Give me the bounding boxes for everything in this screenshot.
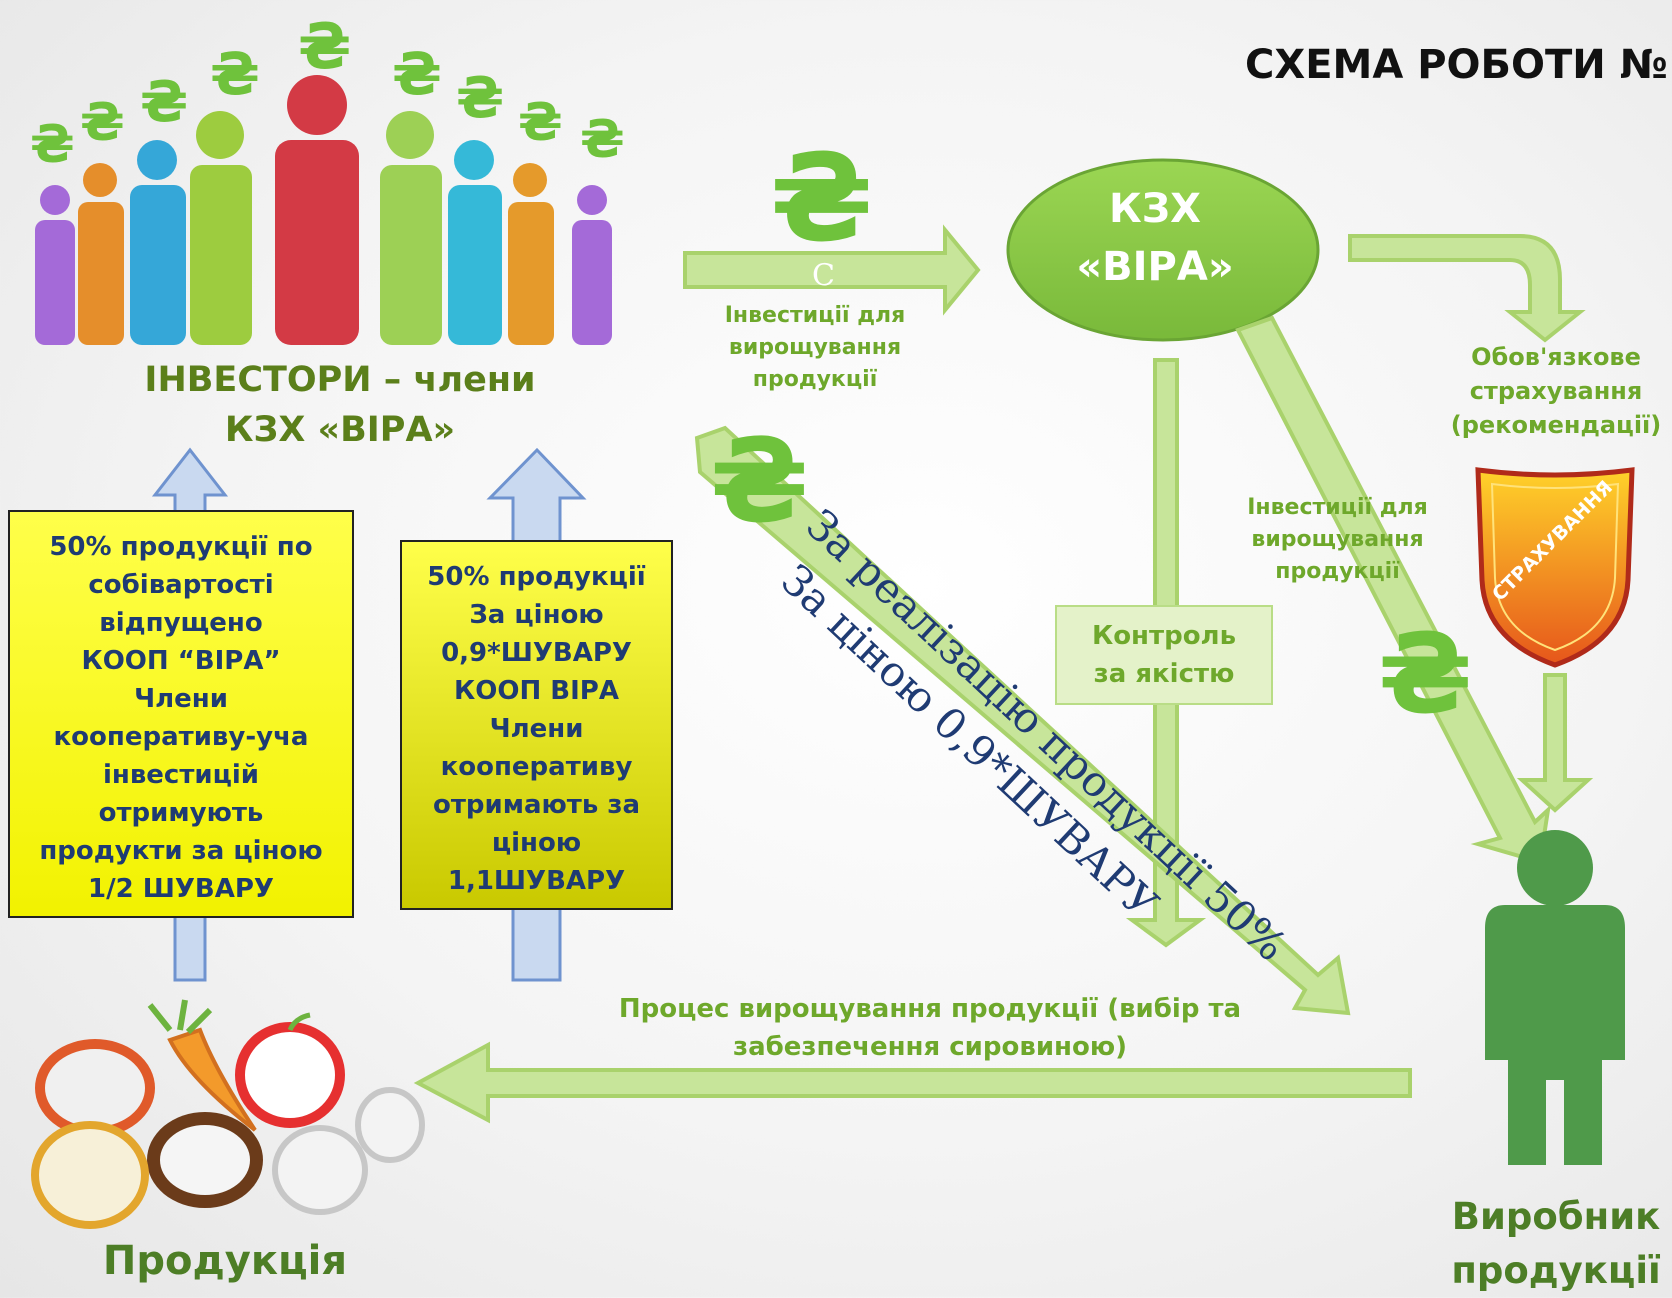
box-left-line: 50% продукції по <box>49 532 313 562</box>
person-icon <box>572 185 612 345</box>
produce-illustration <box>31 999 425 1229</box>
yellow-box-left: 50% продукції по собівартості відпущено … <box>8 510 354 918</box>
quality-control-line2: за якістю <box>1093 659 1235 689</box>
investments-right-line3: продукції <box>1275 559 1400 584</box>
producer-figure-icon <box>1485 830 1625 1165</box>
kzx-label: КЗХ «ВІРА» <box>1040 180 1270 296</box>
process-line2: забезпечення сировиною) <box>732 1032 1128 1062</box>
insurance-line1: Обов'язкове <box>1471 343 1641 371</box>
box-left-line: відпущено <box>99 608 263 638</box>
box-right-line: кооперативу <box>440 752 633 782</box>
hryvnia-icon: ₴ <box>210 40 260 108</box>
producer-line1: Виробник <box>1451 1195 1661 1238</box>
investments-top-line2: вирощування <box>728 335 902 360</box>
box-left-line: кооперативу-уча <box>53 722 309 752</box>
producer-label: Виробник продукції <box>1440 1190 1672 1298</box>
page-title: СХЕМА РОБОТИ № <box>1245 42 1668 88</box>
arrow-kzx-to-insurance <box>1348 234 1586 343</box>
kzx-label-line1: КЗХ <box>1109 186 1201 232</box>
person-icon <box>130 140 186 345</box>
hryvnia-icon: ₴ <box>1378 610 1473 738</box>
yellow-box-right: 50% продукції За ціною 0,9*ШУВАРУ КООП В… <box>400 540 673 910</box>
box-left-line: інвестицій <box>102 760 260 790</box>
insurance-shield-icon <box>1475 467 1635 668</box>
investments-label-top: Інвестиції для вирощування продукції <box>705 300 925 396</box>
hryvnia-icon: ₴ <box>770 130 874 269</box>
hryvnia-icon: ₴ <box>298 10 352 83</box>
investors-label: ІНВЕСТОРИ – члени КЗХ «ВІРА» <box>110 355 570 455</box>
person-icon <box>380 111 442 345</box>
box-right-line: КООП ВІРА <box>454 676 619 706</box>
investments-right-line2: вирощування <box>1251 527 1424 552</box>
investors-label-line2: КЗХ «ВІРА» <box>224 410 456 450</box>
box-right-line: 50% продукції <box>427 562 646 592</box>
producer-line2: продукції <box>1451 1249 1661 1292</box>
person-icon <box>508 163 554 345</box>
insurance-label: Обов'язкове страхування (рекомендації) <box>1440 340 1672 442</box>
hryvnia-icon: ₴ <box>80 93 125 153</box>
hryvnia-icon: ₴ <box>456 66 505 131</box>
box-left-line: отримують <box>98 798 264 828</box>
investments-label-right: Інвестиції для вирощування продукції <box>1225 492 1450 588</box>
person-icon <box>275 75 359 345</box>
products-label: Продукція <box>102 1238 348 1284</box>
box-right-line: За ціною <box>469 600 604 630</box>
box-left-line: 1/2 ШУВАРУ <box>88 874 274 904</box>
hryvnia-icon: ₴ <box>392 40 442 108</box>
insurance-line2: страхування <box>1469 377 1643 405</box>
investments-top-line3: продукції <box>752 367 878 392</box>
process-line1: Процес вирощування продукції (вибір та <box>618 994 1242 1024</box>
quality-control-box: Контроль за якістю <box>1055 605 1273 705</box>
quality-control-line1: Контроль <box>1091 621 1237 651</box>
arrow-investors-to-kzx <box>683 224 981 316</box>
box-left-line: КООП “ВІРА” <box>81 646 281 676</box>
box-right-line: Члени <box>489 714 584 744</box>
investors-figures <box>35 75 612 345</box>
box-right-line: 0,9*ШУВАРУ <box>441 638 632 668</box>
hryvnia-icon: ₴ <box>140 70 189 135</box>
box-left-line: Члени <box>134 684 228 714</box>
person-icon <box>448 140 502 345</box>
arrow-sales-diagonal <box>694 425 1351 1016</box>
box-right-line: 1,1ШУВАРУ <box>447 866 626 896</box>
kzx-label-line2: «ВІРА» <box>1076 244 1234 290</box>
hryvnia-icon: ₴ <box>580 110 625 170</box>
process-label: Процес вирощування продукції (вибір та з… <box>580 990 1280 1066</box>
kzx-ellipse <box>1006 158 1320 342</box>
c-letter: С <box>812 258 835 293</box>
arrow-producer-to-products <box>413 1041 1412 1124</box>
insurance-line3: (рекомендації) <box>1450 411 1662 439</box>
person-icon <box>78 163 124 345</box>
box-right-line: ціною <box>491 828 582 858</box>
box-left-line: продукти за ціною <box>39 836 323 866</box>
investments-right-line1: Інвестиції для <box>1247 495 1428 520</box>
investments-top-line1: Інвестиції для <box>724 303 906 328</box>
investors-label-line1: ІНВЕСТОРИ – члени <box>144 360 536 400</box>
person-icon <box>35 185 75 345</box>
hryvnia-icon: ₴ <box>30 115 75 175</box>
arrow-insurance-to-producer <box>1516 673 1594 813</box>
person-icon <box>190 111 252 345</box>
hryvnia-icon: ₴ <box>518 93 563 153</box>
hryvnia-icon: ₴ <box>710 415 809 549</box>
box-right-line: отримають за <box>432 790 641 820</box>
box-left-line: собівартості <box>88 570 274 600</box>
